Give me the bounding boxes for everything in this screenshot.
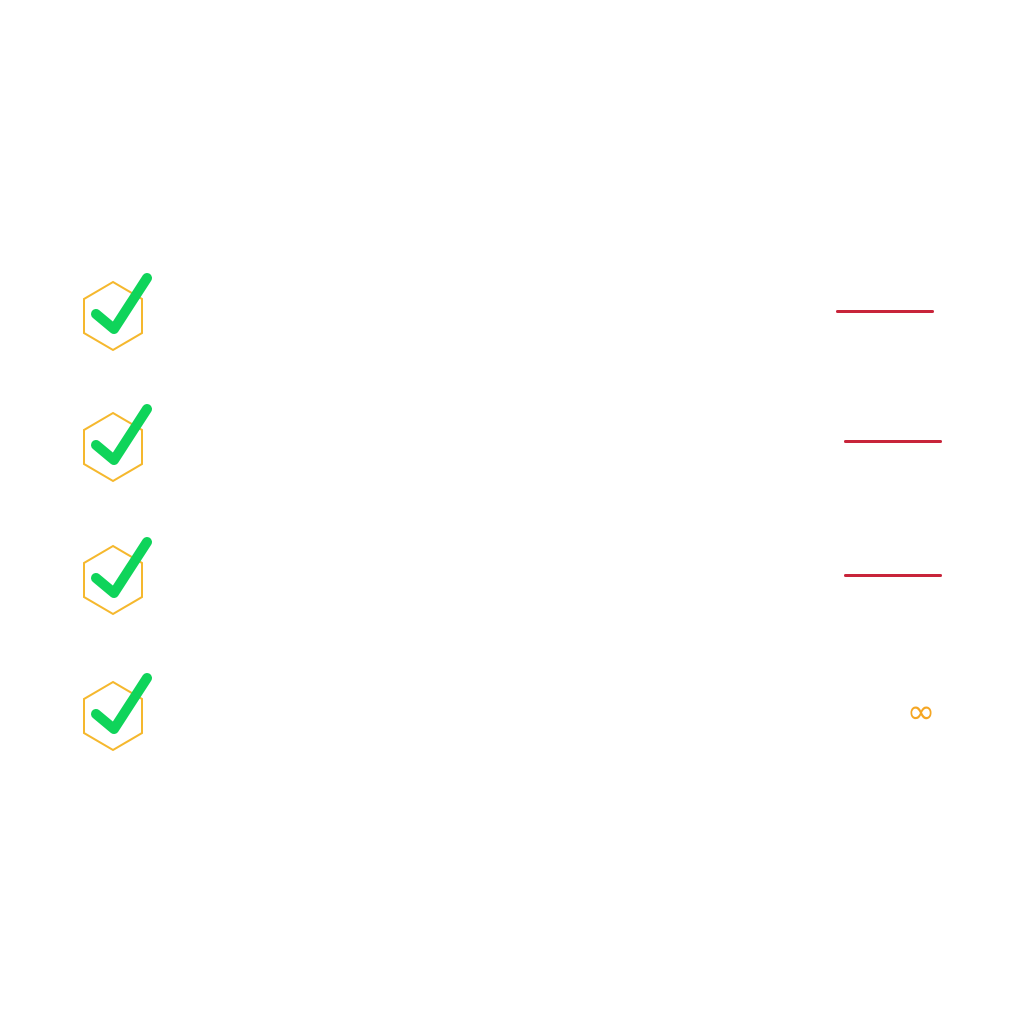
value-dash xyxy=(844,440,942,443)
list-item xyxy=(0,401,1024,491)
checked-hexagon-icon xyxy=(80,270,154,356)
checked-hexagon-icon xyxy=(80,401,154,487)
infinity-symbol: ∞ xyxy=(906,692,936,732)
list-item xyxy=(0,270,1024,360)
value-dash xyxy=(844,574,942,577)
checked-hexagon-icon xyxy=(80,534,154,620)
list-item xyxy=(0,534,1024,624)
value-dash xyxy=(836,310,934,313)
checked-hexagon-icon xyxy=(80,670,154,756)
list-item: ∞ xyxy=(0,670,1024,760)
